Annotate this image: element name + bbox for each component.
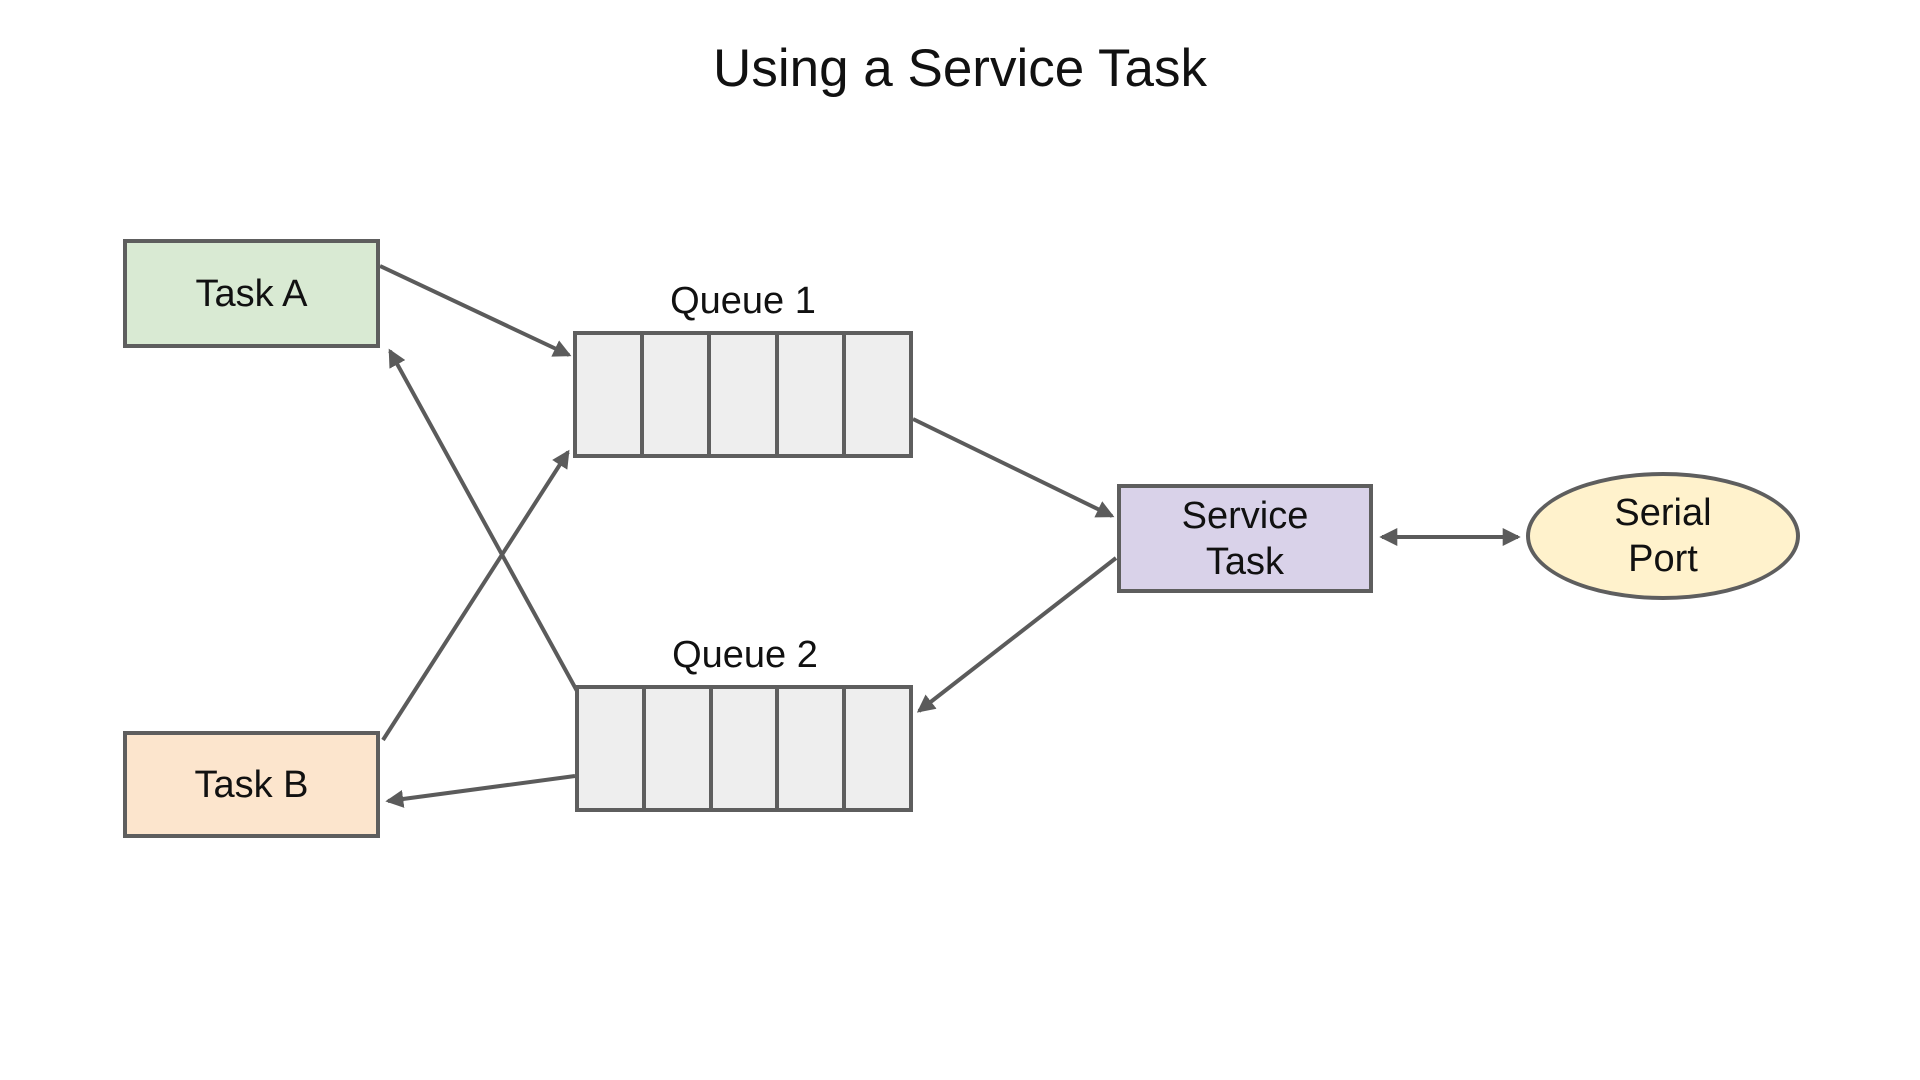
diagram-title: Using a Service Task	[713, 39, 1207, 98]
queue-cell	[779, 689, 847, 808]
node-serial-port: Serial Port	[1526, 472, 1800, 600]
node-task-a: Task A	[123, 239, 380, 348]
serial-port-label: Serial Port	[1614, 492, 1712, 580]
arrow-queue-1-to-service-task	[912, 417, 1115, 518]
queue-cell	[645, 689, 713, 808]
arrow-queue-2-to-task-a	[388, 348, 579, 692]
service-task-label: Service Task	[1181, 494, 1309, 583]
queue-cell	[712, 689, 780, 808]
queue-2-label: Queue 2	[672, 634, 818, 676]
arrow-service-task-to-queue-2	[916, 556, 1118, 713]
queue-cell	[711, 335, 779, 454]
queue-cell	[778, 335, 846, 454]
queue-1-label: Queue 1	[670, 280, 816, 322]
queue-cell	[579, 689, 646, 808]
queue-cell	[577, 335, 645, 454]
task-a-label: Task A	[195, 272, 308, 315]
queue-cell	[644, 335, 712, 454]
task-b-label: Task B	[194, 763, 309, 806]
arrow-task-b-to-queue-1	[381, 449, 570, 742]
node-task-b: Task B	[123, 731, 380, 838]
node-queue-1	[573, 331, 913, 458]
arrow-queue-2-to-task-b	[385, 774, 576, 808]
queue-cell	[845, 335, 910, 454]
node-service-task: Service Task	[1117, 484, 1373, 593]
arrow-task-a-to-queue-1	[379, 264, 572, 357]
queue-cell	[846, 689, 909, 808]
node-queue-2	[575, 685, 913, 812]
